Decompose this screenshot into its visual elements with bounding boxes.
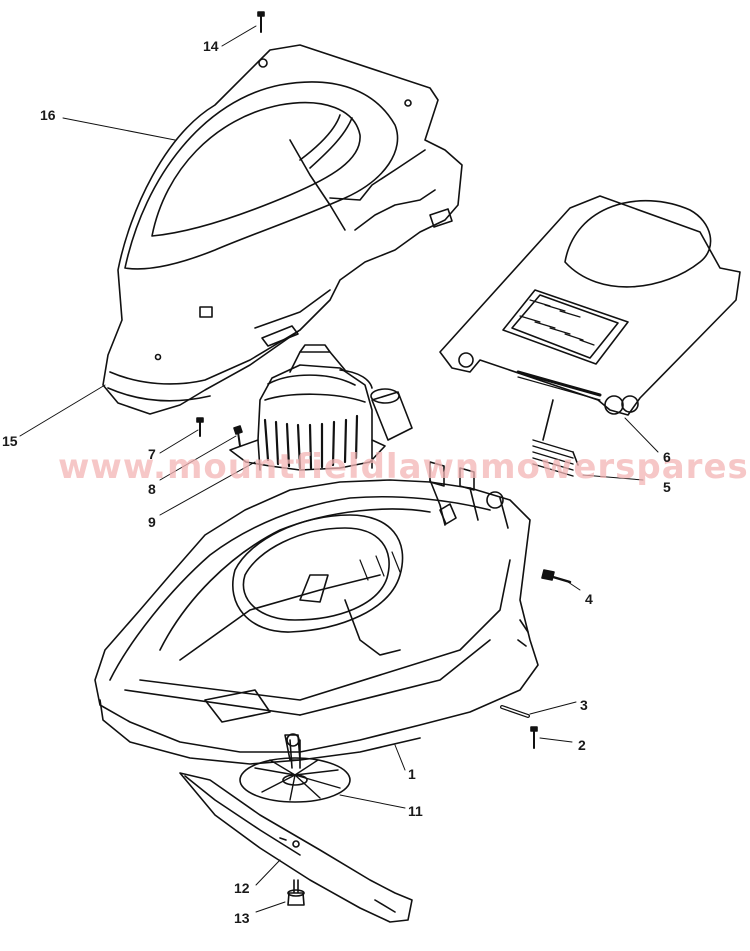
hood-screw xyxy=(257,11,265,33)
deck-screw xyxy=(530,726,538,749)
deck xyxy=(94,461,539,765)
callout-2: 2 xyxy=(578,737,586,753)
cooling-fan xyxy=(239,739,351,803)
watermark: www.mountfieldlawnmowerspares.direct xyxy=(58,447,750,487)
axle-pin xyxy=(500,705,530,718)
deck-bolt xyxy=(541,569,572,584)
callout-9: 9 xyxy=(148,514,156,530)
callout-3: 3 xyxy=(580,697,588,713)
callout-1: 1 xyxy=(408,766,416,782)
callout-12: 12 xyxy=(234,880,250,896)
callout-16: 16 xyxy=(40,107,56,123)
callout-14: 14 xyxy=(203,38,219,54)
motor-screws xyxy=(196,417,243,447)
leader-lines xyxy=(19,25,659,913)
callout-7: 7 xyxy=(148,446,156,462)
cutting-blade xyxy=(179,772,413,923)
motor-hood xyxy=(102,44,463,415)
callout-13: 13 xyxy=(234,910,250,926)
callout-8: 8 xyxy=(148,481,156,497)
callout-15: 15 xyxy=(2,433,18,449)
motor xyxy=(229,344,413,471)
blade-bolt xyxy=(287,879,305,906)
callout-4: 4 xyxy=(585,591,593,607)
callout-11: 11 xyxy=(408,803,423,819)
callout-5: 5 xyxy=(663,479,671,495)
flap-spring xyxy=(532,399,579,477)
rear-flap xyxy=(439,195,741,416)
callout-6: 6 xyxy=(663,449,671,465)
